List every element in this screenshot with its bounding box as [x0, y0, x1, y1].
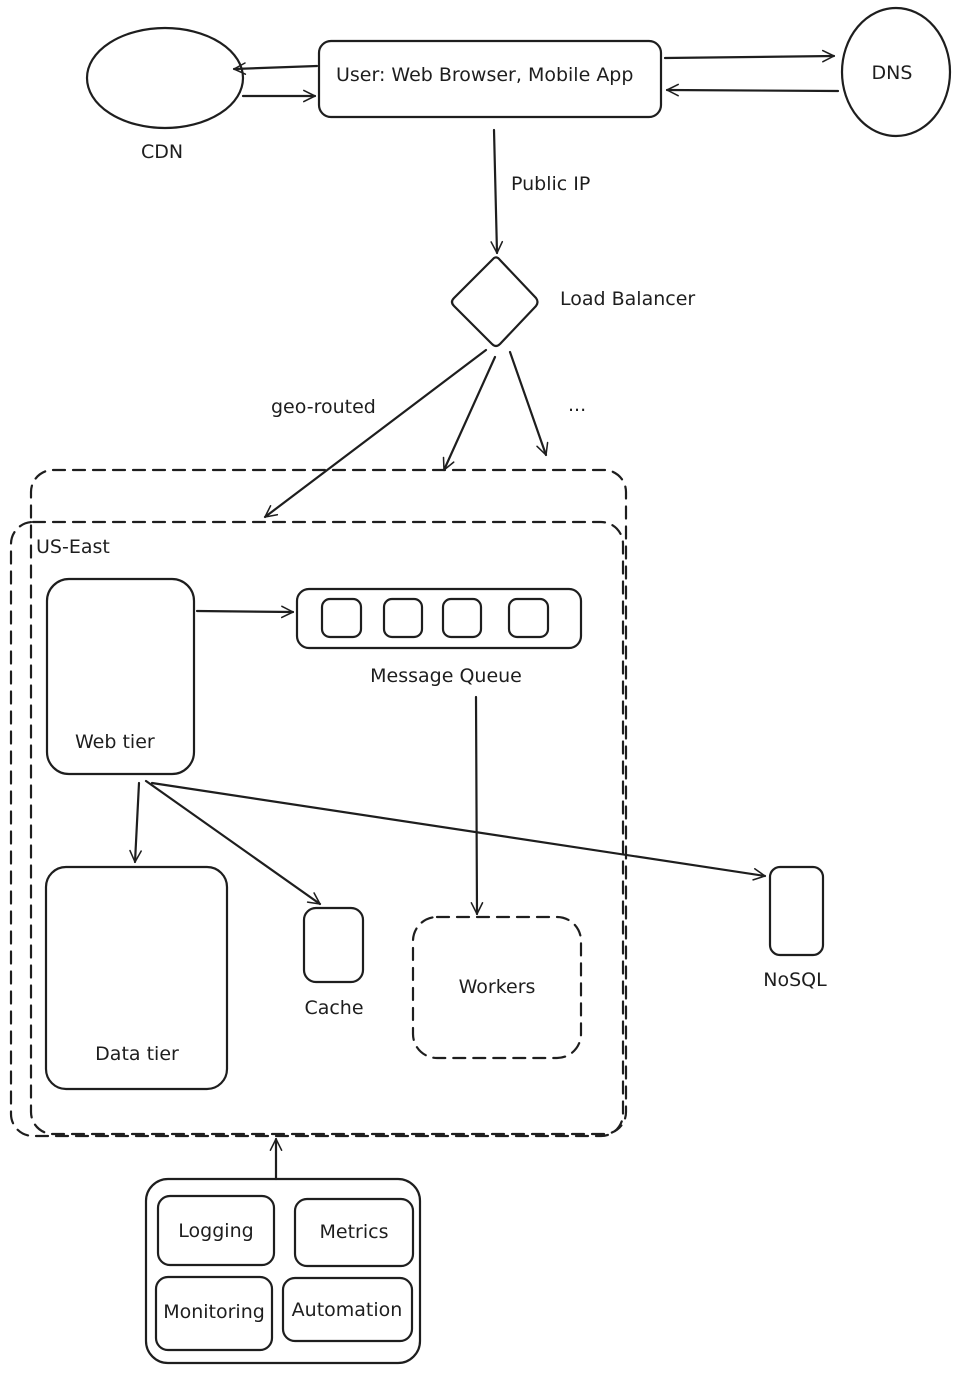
arrow-user-to-lb: [490, 128, 504, 255]
message-queue-label: Message Queue: [370, 665, 522, 687]
arrow-queue-to-workers: [470, 695, 484, 916]
arrow-web-to-nosql: [150, 781, 767, 881]
region-label: US-East: [36, 536, 110, 558]
nosql-label: NoSQL: [763, 969, 827, 991]
logging-label: Logging: [178, 1220, 254, 1242]
arrow-user-to-cdn: [232, 62, 319, 75]
arrow-lb-to-region-3: [508, 350, 549, 457]
cache-node: [302, 906, 365, 984]
arrow-geo-routed: [263, 348, 488, 519]
web-tier-node: [45, 577, 196, 776]
data-tier-node: [44, 865, 229, 1091]
queue-slot: [382, 597, 424, 639]
nosql-node: [768, 865, 825, 957]
data-tier-label: Data tier: [95, 1043, 179, 1065]
queue-slot: [507, 597, 550, 639]
cdn-node: [85, 26, 245, 130]
arrow-lb-to-region-2: [442, 355, 497, 472]
arrow-web-to-cache: [144, 779, 322, 906]
arrow-web-to-data: [129, 781, 142, 864]
arrow-dns-to-user: [665, 83, 840, 97]
workers-node: [411, 915, 583, 1060]
workers-label: Workers: [458, 976, 536, 998]
arrow-user-to-dns: [663, 49, 836, 63]
user-node: [317, 39, 663, 119]
logging-node: [156, 1194, 276, 1267]
load-balancer-node: [450, 256, 539, 348]
web-tier-label: Web tier: [75, 731, 155, 753]
ops-panel: [144, 1177, 422, 1365]
dns-label: DNS: [871, 62, 913, 84]
automation-node: [281, 1276, 414, 1343]
message-queue-node: [295, 587, 583, 650]
queue-slot: [320, 597, 363, 639]
dns-node: [840, 6, 952, 138]
cache-label: Cache: [304, 997, 364, 1019]
arrow-web-to-queue: [195, 605, 295, 619]
monitoring-node: [154, 1275, 274, 1352]
queue-slot: [441, 597, 483, 639]
region-back-container: [29, 468, 628, 1136]
monitoring-label: Monitoring: [163, 1301, 265, 1323]
load-balancer-label: Load Balancer: [560, 288, 696, 310]
metrics-label: Metrics: [319, 1221, 389, 1243]
geo-routed-label: geo-routed: [271, 396, 376, 418]
metrics-node: [293, 1197, 415, 1268]
region-us-east-container: [9, 520, 625, 1138]
cdn-label: CDN: [140, 141, 184, 163]
ellipsis-label: ...: [568, 394, 587, 416]
user-label: User: Web Browser, Mobile App: [336, 64, 634, 86]
public-ip-label: Public IP: [511, 173, 591, 195]
automation-label: Automation: [291, 1299, 403, 1321]
